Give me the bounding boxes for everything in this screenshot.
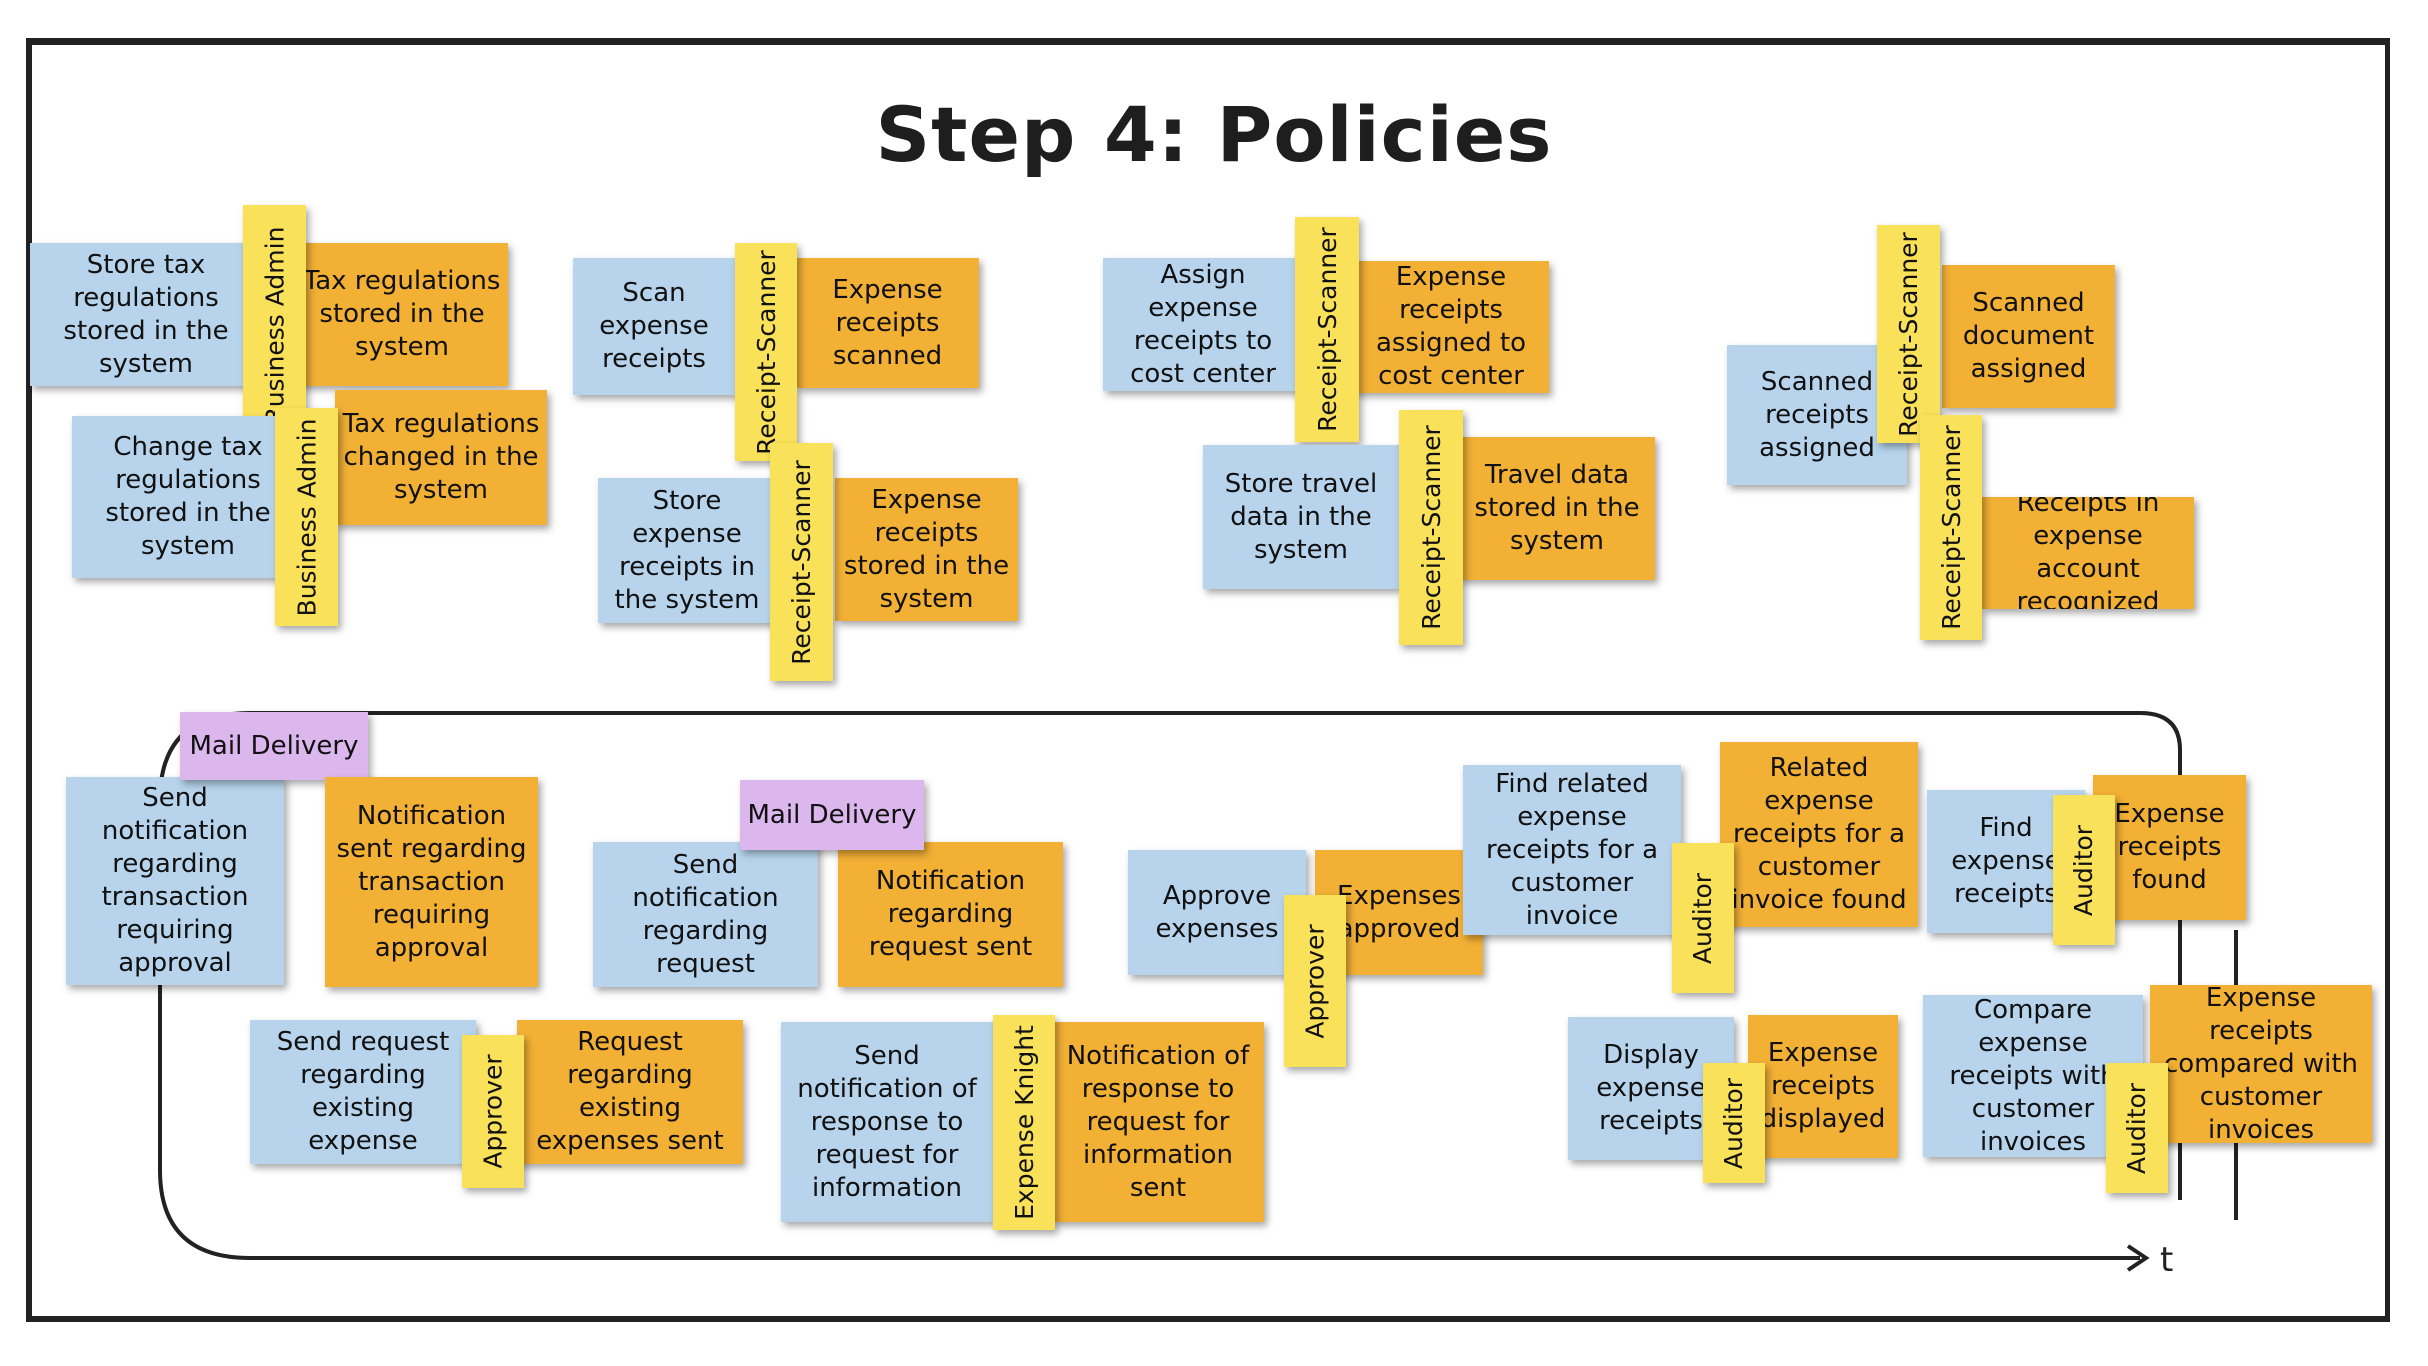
event-receipts-found[interactable]: Expense receipts found: [2093, 775, 2246, 920]
actor-receipt-scanner[interactable]: Receipt-Scanner: [770, 443, 833, 681]
actor-auditor[interactable]: Auditor: [1672, 843, 1734, 993]
actor-auditor[interactable]: Auditor: [2106, 1063, 2168, 1193]
event-scanned-document-assigned[interactable]: Scanned document assigned: [1942, 265, 2115, 408]
timeline-label: t: [2160, 1240, 2174, 1280]
actor-business-admin[interactable]: Business Admin: [243, 205, 306, 445]
command-assign-cost-center[interactable]: Assign expense receipts to cost center: [1103, 258, 1303, 391]
command-send-notification-response[interactable]: Send notification of response to request…: [781, 1022, 993, 1222]
actor-business-admin[interactable]: Business Admin: [275, 408, 338, 626]
event-notification-sent-approval[interactable]: Notification sent regarding transaction …: [325, 777, 538, 987]
command-change-tax[interactable]: Change tax regulations stored in the sys…: [72, 416, 304, 578]
event-request-sent[interactable]: Request regarding existing expenses sent: [517, 1020, 743, 1164]
command-scanned-receipts-assigned[interactable]: Scanned receipts assigned: [1727, 345, 1907, 485]
event-receipts-stored[interactable]: Expense receipts stored in the system: [835, 478, 1018, 621]
external-mail-delivery[interactable]: Mail Delivery: [740, 780, 924, 850]
actor-expense-knight[interactable]: Expense Knight: [993, 1015, 1055, 1230]
command-send-request-expense[interactable]: Send request regarding existing expense: [250, 1020, 476, 1164]
command-approve-expenses[interactable]: Approve expenses: [1128, 850, 1306, 975]
event-receipts-compared[interactable]: Expense receipts compared with customer …: [2150, 985, 2372, 1143]
actor-approver[interactable]: Approver: [462, 1035, 524, 1188]
actor-auditor[interactable]: Auditor: [2053, 795, 2115, 945]
page-title: Step 4: Policies: [875, 90, 1553, 179]
event-assigned-cost-center[interactable]: Expense receipts assigned to cost center: [1353, 261, 1549, 393]
actor-receipt-scanner[interactable]: Receipt-Scanner: [1295, 217, 1359, 442]
actor-approver[interactable]: Approver: [1284, 895, 1346, 1067]
command-store-travel-data[interactable]: Store travel data in the system: [1203, 445, 1399, 589]
external-mail-delivery[interactable]: Mail Delivery: [180, 712, 368, 780]
event-travel-data-stored[interactable]: Travel data stored in the system: [1459, 437, 1655, 580]
event-tax-changed[interactable]: Tax regulations changed in the system: [335, 390, 547, 525]
board-frame: [26, 38, 2390, 1322]
event-receipts-displayed[interactable]: Expense receipts displayed: [1748, 1015, 1898, 1158]
actor-receipt-scanner[interactable]: Receipt-Scanner: [735, 243, 797, 461]
event-receipts-recognized[interactable]: Receipts in expense account recognized: [1982, 497, 2194, 609]
actor-receipt-scanner[interactable]: Receipt-Scanner: [1920, 415, 1982, 640]
event-receipts-scanned[interactable]: Expense receipts scanned: [796, 258, 979, 388]
command-store-tax[interactable]: Store tax regulations stored in the syst…: [30, 243, 262, 386]
actor-receipt-scanner[interactable]: Receipt-Scanner: [1877, 225, 1940, 443]
command-store-receipts[interactable]: Store expense receipts in the system: [598, 478, 776, 623]
event-notification-request-sent[interactable]: Notification regarding request sent: [838, 842, 1063, 987]
actor-receipt-scanner[interactable]: Receipt-Scanner: [1399, 410, 1463, 645]
command-find-related-receipts[interactable]: Find related expense receipts for a cust…: [1463, 765, 1681, 935]
command-send-notification-request[interactable]: Send notification regarding request: [593, 842, 818, 987]
event-notification-response-sent[interactable]: Notification of response to request for …: [1052, 1022, 1264, 1222]
event-related-receipts-found[interactable]: Related expense receipts for a customer …: [1720, 742, 1918, 927]
event-tax-stored[interactable]: Tax regulations stored in the system: [296, 243, 508, 386]
command-scan-receipts[interactable]: Scan expense receipts: [573, 258, 735, 395]
actor-auditor[interactable]: Auditor: [1703, 1063, 1765, 1183]
command-send-notification-approval[interactable]: Send notification regarding transaction …: [66, 777, 284, 985]
